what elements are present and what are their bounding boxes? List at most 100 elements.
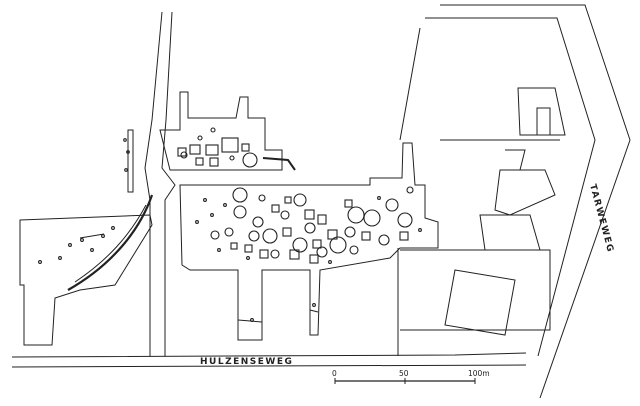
post-feature (123, 138, 127, 142)
well-feature (210, 230, 220, 240)
well-feature (363, 209, 381, 227)
pit-feature (242, 152, 258, 168)
post-feature (124, 168, 128, 172)
house-plan-feature (205, 144, 219, 156)
well-feature (280, 210, 290, 220)
post-feature (203, 198, 207, 202)
post-feature (246, 256, 250, 260)
building-outline (494, 169, 556, 216)
trench-line (309, 309, 319, 313)
well-feature (397, 212, 413, 228)
house-plan-feature (209, 157, 219, 167)
house-plan-feature (361, 231, 371, 241)
hulzenseweg-south-edge (11, 364, 527, 368)
well-feature (258, 194, 266, 202)
central-road-west-edge (144, 11, 163, 356)
well-feature (252, 216, 264, 228)
well-feature (232, 187, 248, 203)
well-feature (344, 226, 356, 238)
pit-feature (180, 151, 188, 159)
northern-trench (159, 91, 296, 171)
trench-outline (19, 214, 153, 346)
post-feature (229, 155, 235, 161)
well-feature (292, 237, 308, 253)
house-plan-feature (289, 249, 300, 260)
house-plan-feature (259, 249, 269, 259)
well-feature (270, 249, 280, 259)
post-feature (126, 150, 130, 154)
hulzenseweg-north-edge (11, 352, 527, 358)
central-road-east-edge (161, 11, 176, 356)
house-plan-feature (177, 147, 187, 157)
scale-label-0: 0 (332, 369, 337, 378)
tarweweg-east-edge (440, 4, 631, 399)
post-feature (58, 256, 62, 260)
post-feature (312, 303, 316, 307)
house-plan-feature (244, 244, 253, 253)
well-feature (349, 245, 359, 255)
post-feature (418, 228, 422, 232)
house-plan-feature (195, 157, 204, 166)
house-plan-feature (327, 229, 338, 240)
well-feature (385, 198, 399, 212)
well-feature (406, 186, 414, 194)
post-feature (377, 196, 381, 200)
building-outline (517, 87, 566, 136)
house-plan-feature (284, 196, 292, 204)
house-plan-feature (282, 227, 292, 237)
scale-bar: 0 50 100m (332, 369, 490, 384)
trench-outline (159, 91, 283, 171)
post-feature (223, 203, 227, 207)
trench-line (237, 319, 263, 323)
post-feature (101, 234, 105, 238)
scale-label-50: 50 (399, 369, 409, 378)
tarweweg-west-edge (425, 17, 596, 357)
ditch-curve (74, 204, 147, 283)
scale-label-100: 100m (468, 369, 490, 378)
post-feature (195, 220, 199, 224)
house-plan-feature (317, 214, 327, 225)
house-plan-feature (221, 137, 239, 153)
building-outline (479, 214, 541, 251)
post-feature (210, 127, 216, 133)
features (38, 127, 422, 323)
well-feature (378, 234, 390, 246)
house-plan-feature (304, 209, 315, 220)
well-feature (329, 236, 347, 254)
road-lines (11, 4, 631, 399)
building-outline (505, 149, 526, 171)
parcel-boundary (399, 27, 421, 141)
post-feature (68, 243, 72, 247)
post-feature (80, 238, 84, 242)
ditch-segment (262, 157, 296, 171)
house-plan-feature (271, 204, 280, 213)
well-feature (233, 205, 247, 219)
well-feature (347, 206, 365, 224)
main-trench (179, 142, 439, 341)
well-feature (316, 246, 328, 258)
well-feature (304, 222, 316, 234)
trench-outline (127, 129, 134, 193)
post-feature (90, 248, 94, 252)
well-feature (224, 227, 234, 237)
post-feature (217, 248, 221, 252)
post-feature (210, 213, 214, 217)
trench-line (79, 233, 105, 239)
parcel-boundary (400, 249, 551, 331)
house-plan-feature (189, 144, 201, 155)
parcel-boundary (444, 269, 516, 336)
trench-outline (179, 142, 439, 341)
house-plan-feature (312, 239, 322, 249)
post-feature (38, 260, 42, 264)
well-feature (248, 230, 260, 242)
house-plan-feature (309, 254, 319, 264)
street-label-hulzenseweg: HULZENSEWEG (200, 357, 293, 367)
post-feature (111, 226, 115, 230)
post-feature (197, 135, 203, 141)
post-feature (328, 260, 332, 264)
western-trench (19, 129, 154, 346)
building-outline (536, 107, 551, 136)
house-plan-feature (344, 199, 353, 208)
well-feature (262, 228, 278, 244)
